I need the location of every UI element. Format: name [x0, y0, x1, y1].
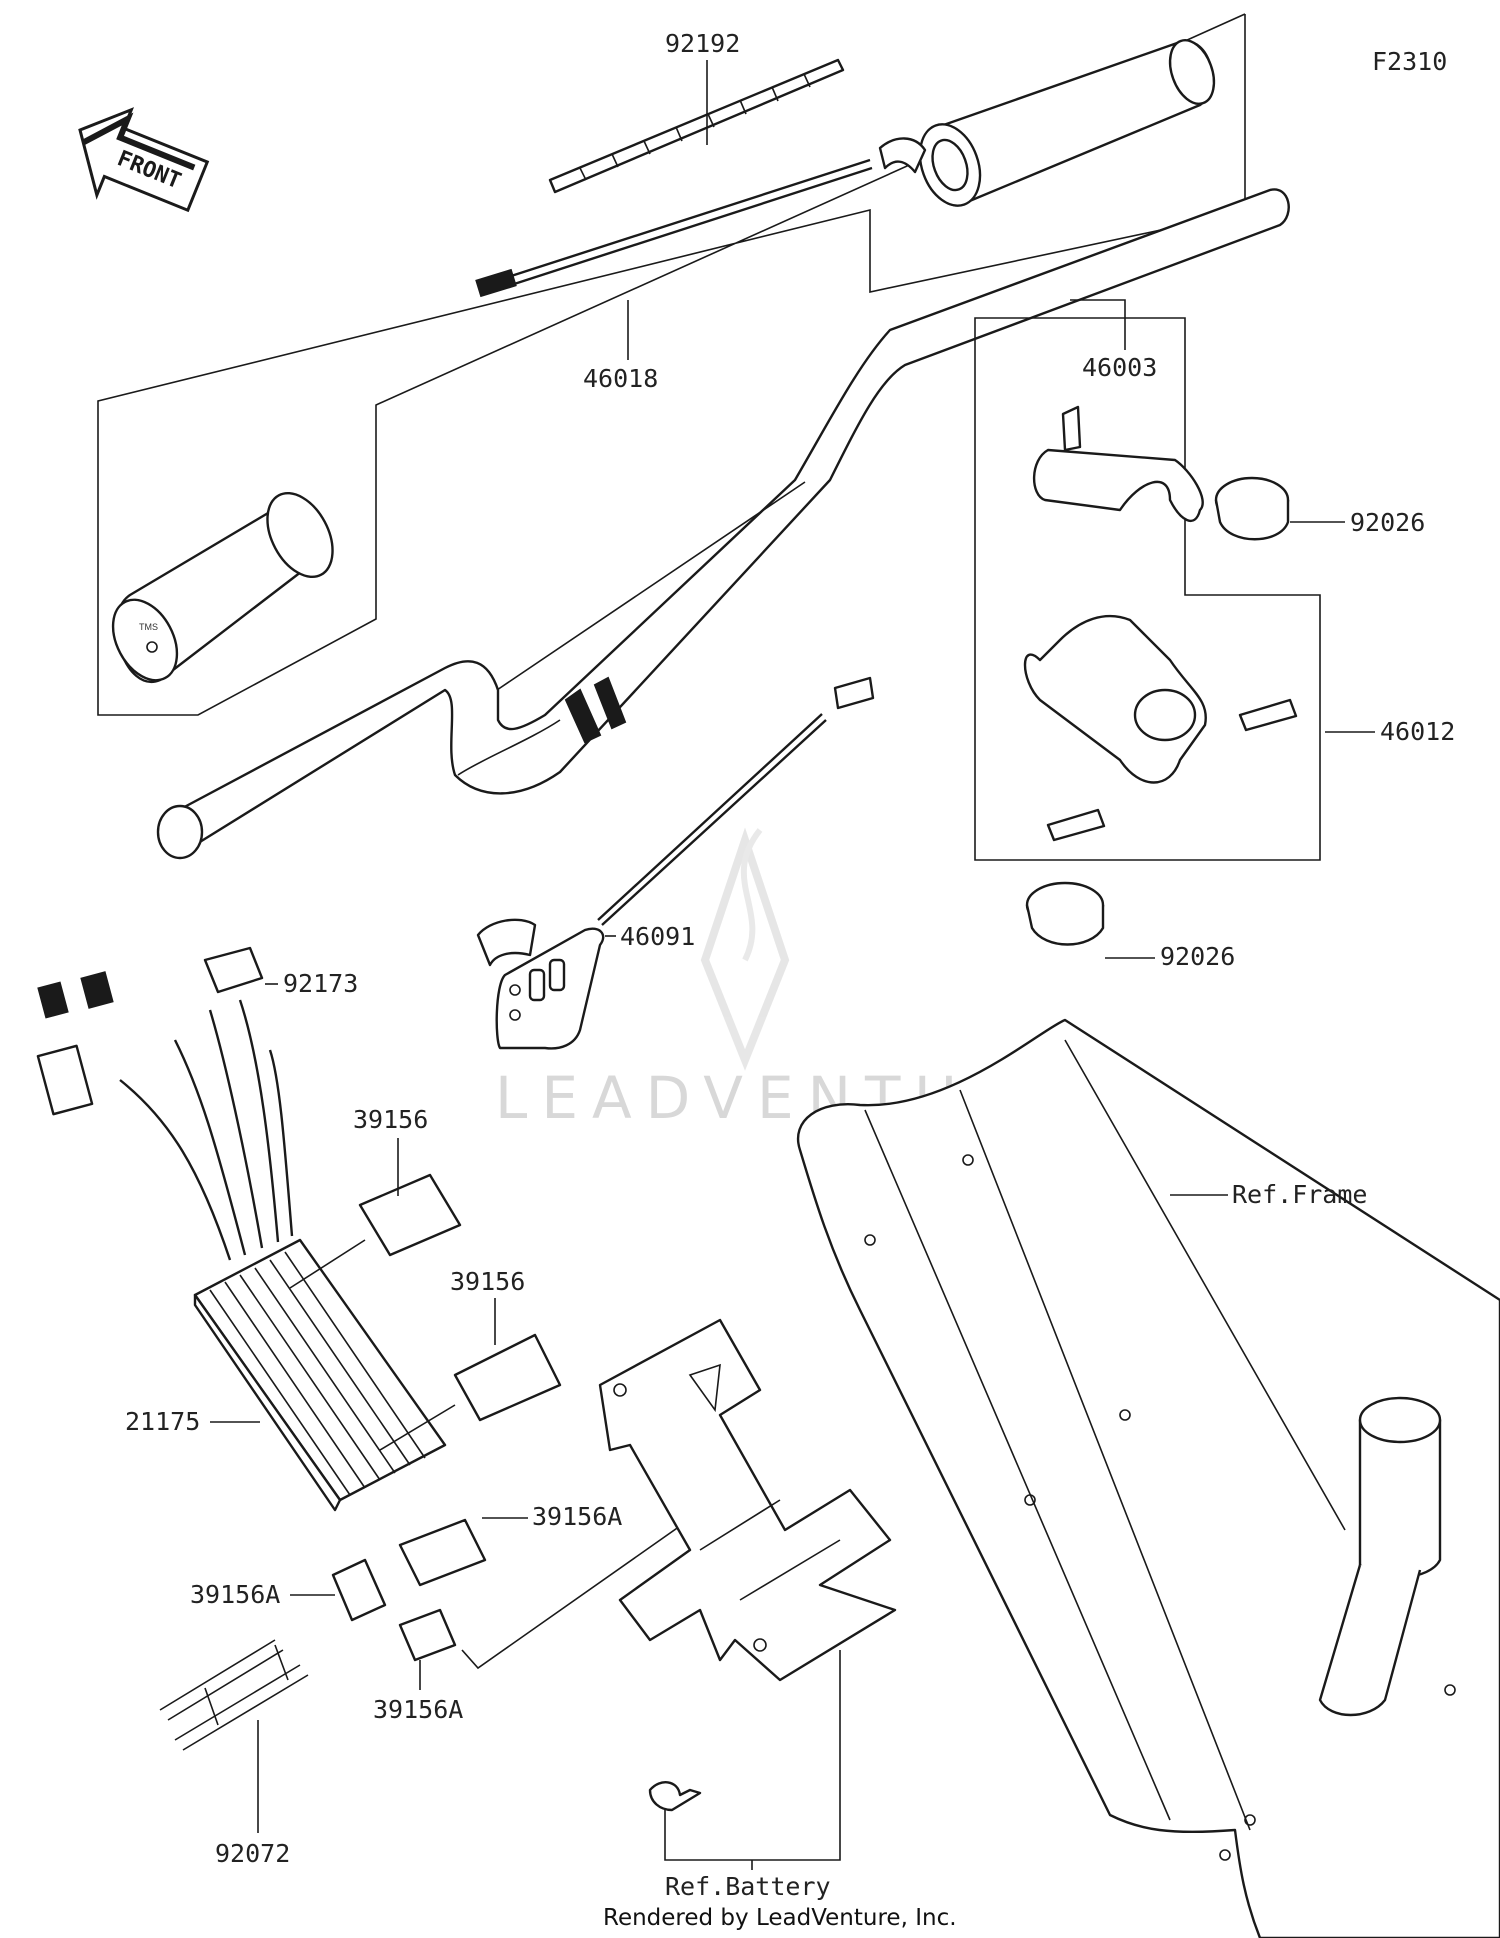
small-sticker-right — [398, 1518, 487, 1587]
throttle-cable — [475, 158, 873, 298]
clamp-ring-bottom — [1025, 881, 1105, 946]
left-grip: TMS — [111, 491, 334, 684]
small-sticker-bottom — [398, 1608, 457, 1662]
spiral-wrap-tube — [548, 58, 845, 194]
handlebar-clamp — [1023, 405, 1298, 842]
wire-clip — [159, 1639, 309, 1751]
part-label-39156A-left: 39156A — [190, 1580, 280, 1609]
part-label-92026-bottom: 92026 — [1160, 942, 1235, 971]
label-sticker-2 — [453, 1333, 562, 1422]
part-label-39156A-right: 39156A — [532, 1502, 622, 1531]
part-label-39156-a: 39156 — [353, 1105, 428, 1134]
part-label-39156-b: 39156 — [450, 1267, 525, 1296]
frame-reference — [797, 1018, 1500, 1938]
ref-frame-label: Ref.Frame — [1232, 1180, 1367, 1209]
footer-credit: Rendered by LeadVenture, Inc. — [603, 1905, 957, 1931]
leadventure-logo-icon — [700, 827, 790, 1071]
clamp-ring-top — [1214, 476, 1290, 541]
part-label-46091: 46091 — [620, 922, 695, 951]
small-sticker-left — [331, 1558, 387, 1622]
part-label-92192: 92192 — [665, 29, 740, 58]
part-label-92173: 92173 — [283, 969, 358, 998]
battery-bracket — [598, 1318, 897, 1812]
clamp-group-outline — [974, 317, 1321, 861]
part-label-39156A-bottom: 39156A — [373, 1695, 463, 1724]
part-label-21175: 21175 — [125, 1407, 200, 1436]
handlebar — [156, 188, 1290, 860]
part-label-46003: 46003 — [1082, 353, 1157, 382]
front-arrow-icon: FRONT — [78, 107, 210, 213]
motor-controller — [36, 971, 447, 1512]
throttle-grip — [878, 39, 1216, 207]
part-label-92026-top: 92026 — [1350, 508, 1425, 537]
part-label-46012: 46012 — [1380, 717, 1455, 746]
label-sticker-1 — [358, 1173, 462, 1257]
grip-marking: TMS — [139, 622, 158, 632]
part-label-46018: 46018 — [583, 364, 658, 393]
handlebar-group-outline — [97, 13, 1246, 716]
diagram-code: F2310 — [1372, 47, 1447, 76]
control-switch — [476, 676, 875, 1050]
rubber-sleeve — [203, 946, 264, 994]
ref-battery-label: Ref.Battery — [665, 1872, 831, 1901]
part-label-92072: 92072 — [215, 1839, 290, 1868]
